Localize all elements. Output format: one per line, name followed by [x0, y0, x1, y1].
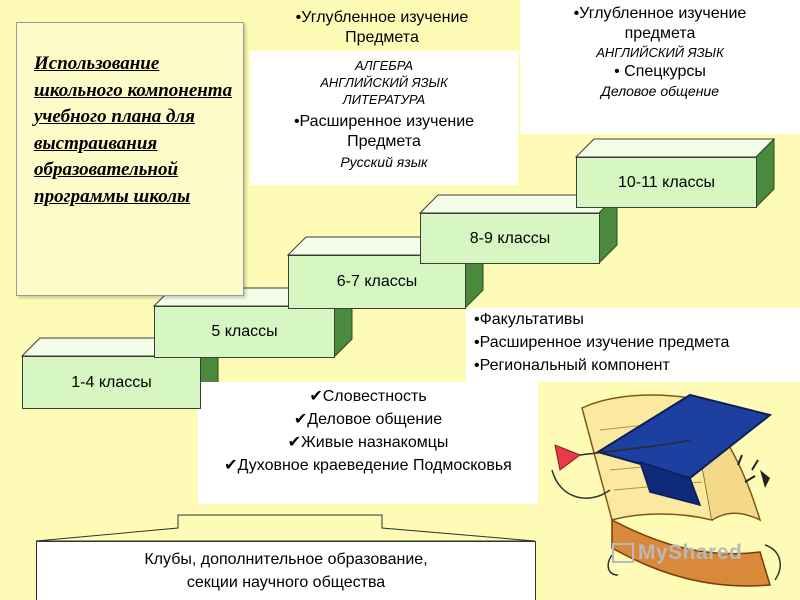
- center-item: ✔Словестность: [309, 388, 427, 405]
- electives-item: •Факультативы: [474, 311, 584, 328]
- graduation-book-clipart: [551, 393, 781, 587]
- top-right-panel: •Углубленное изучение предмета АНГЛИЙСКИ…: [520, 0, 800, 134]
- center-panel: ✔Словестность ✔Деловое общение ✔Живые на…: [198, 382, 538, 504]
- subject-algebra: АЛГЕБРА: [354, 58, 414, 73]
- subject-russian: Русский язык: [340, 154, 428, 170]
- deep-study-label: •Углубленное изучение: [295, 9, 469, 26]
- business-communication: Деловое общение: [601, 83, 719, 99]
- subject-english: АНГЛИЙСКИЙ ЯЗЫК: [320, 75, 448, 90]
- scientific-society-label: секции научного общества: [186, 574, 386, 591]
- watermark: MyShared: [612, 541, 742, 565]
- bottom-arrow-cap: [35, 514, 536, 542]
- extended-study: •Расширенное изучение Предмета: [250, 112, 518, 152]
- step-label: 10-11 классы: [617, 173, 716, 191]
- subject-label: предмета: [624, 25, 696, 42]
- top-center-panel: АЛГЕБРА АНГЛИЙСКИЙ ЯЗЫК ЛИТЕРАТУРА •Расш…: [250, 51, 518, 185]
- step-1-4: 1-4 классы: [22, 356, 201, 409]
- extended-study-item: •Расширенное изучение предмета: [474, 334, 730, 351]
- deep-study-label: •Углубленное изучение: [573, 5, 747, 22]
- diagram-title: Использование школьного компонента учебн…: [34, 53, 233, 207]
- subject-english: АНГЛИЙСКИЙ ЯЗЫК: [596, 45, 724, 60]
- subject-literature: ЛИТЕРАТУРА: [342, 92, 426, 107]
- checkmark-arrow-icon: ✔: [309, 388, 323, 405]
- step-6-7: 6-7 классы: [288, 255, 466, 309]
- subject-label: Предмета: [345, 29, 419, 46]
- step-label: 5 классы: [211, 323, 278, 340]
- watermark-icon: [612, 543, 634, 564]
- step-5: 5 классы: [154, 306, 335, 358]
- top-center-header: •Углубленное изучение Предмета: [266, 8, 498, 50]
- step-top-5: [574, 138, 776, 158]
- center-item: ✔Деловое общение: [293, 411, 443, 428]
- title-box: Использование школьного компонента учебн…: [16, 22, 244, 296]
- step-10-11: 10-11 классы: [576, 157, 757, 208]
- center-item: ✔Духовное краеведение Подмосковья: [224, 457, 512, 474]
- step-label: 1-4 классы: [71, 373, 152, 391]
- center-item: ✔Живые назнакомцы: [287, 434, 449, 451]
- right-middle-panel: •Факультативы •Расширенное изучение пред…: [466, 308, 800, 382]
- step-label: 8-9 классы: [469, 229, 551, 247]
- checkmark-arrow-icon: ✔: [287, 434, 301, 451]
- regional-component-item: •Региональный компонент: [474, 357, 670, 374]
- extended-study-label: •Расширенное изучение: [293, 113, 475, 130]
- checkmark-arrow-icon: ✔: [224, 457, 238, 474]
- clubs-label: Клубы, дополнительное образование,: [144, 551, 428, 568]
- bottom-panel: Клубы, дополнительное образование, секци…: [36, 541, 536, 600]
- deep-study-right: •Углубленное изучение предмета: [520, 4, 800, 44]
- subject-list: АЛГЕБРА АНГЛИЙСКИЙ ЯЗЫК ЛИТЕРАТУРА: [250, 57, 518, 108]
- checkmark-arrow-icon: ✔: [293, 411, 308, 428]
- step-8-9: 8-9 классы: [420, 213, 600, 264]
- special-courses-label: • Спецкурсы: [614, 63, 706, 80]
- subject-label: Предмета: [347, 133, 421, 150]
- step-label: 6-7 классы: [336, 273, 418, 290]
